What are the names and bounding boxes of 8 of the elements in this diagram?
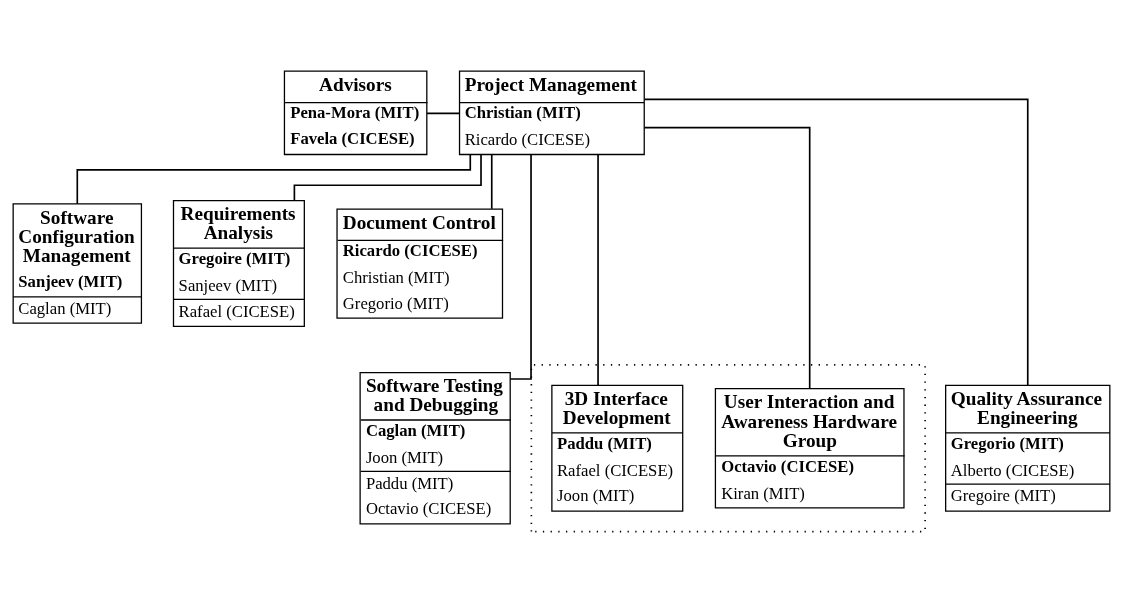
connector — [597, 153, 599, 387]
connector — [643, 126, 811, 390]
connector — [76, 154, 472, 205]
connector — [643, 98, 1029, 386]
cluster — [530, 364, 926, 533]
connector — [490, 153, 493, 210]
connector — [426, 112, 461, 115]
connector — [509, 154, 532, 380]
